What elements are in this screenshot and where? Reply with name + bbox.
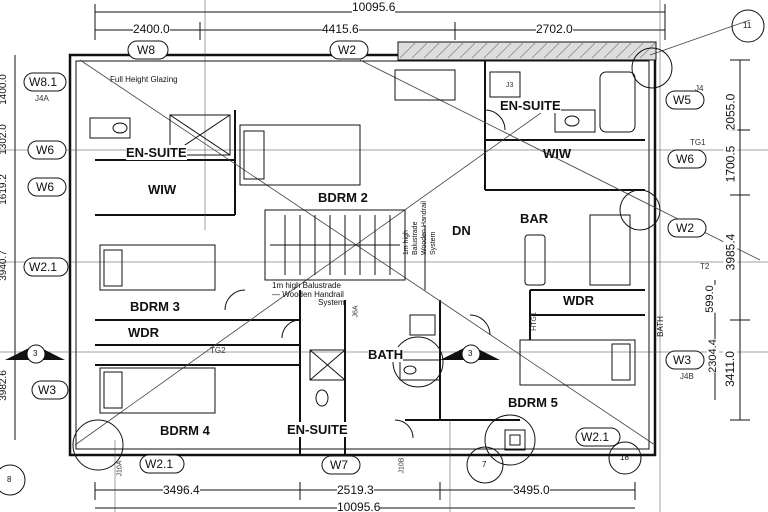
room-label-wiw-left: WIW <box>148 182 177 197</box>
bed-bdrm5 <box>519 339 636 386</box>
bed-bdrm4 <box>99 367 216 414</box>
dim-top-3: 2702.0 <box>536 22 573 36</box>
room-label-ensuite-bottom: EN-SUITE <box>287 422 348 437</box>
grid-ref-j4a: J4A <box>35 94 49 103</box>
window-tag-w6-a: W6 <box>36 143 54 157</box>
room-label-wdr-left: WDR <box>128 325 160 340</box>
vanity-left <box>89 117 131 139</box>
room-label-bdrm5: BDRM 5 <box>508 395 558 410</box>
dim-bottom-1: 3496.4 <box>163 483 200 497</box>
grid-ref-j4b: J4B <box>680 372 694 381</box>
dim-left-2: 1302.0 <box>0 124 9 155</box>
dim-right-4: 599.0 <box>703 285 716 313</box>
marker-11-label: 11 <box>743 21 752 30</box>
dim-right-5: 2304.4 <box>706 339 719 373</box>
window-tag-w3-left: W3 <box>38 383 56 397</box>
grid-ref-j4: J4 <box>695 84 704 93</box>
dim-left-4: 3940.7 <box>0 250 9 281</box>
dim-right-1: 2055.0 <box>723 93 738 131</box>
window-tag-w8: W8 <box>137 43 155 57</box>
grid-ref-j10a: J10A <box>116 460 124 477</box>
dim-left-5: 3982.6 <box>0 370 9 401</box>
dim-top-total: 10095.6 <box>352 0 396 14</box>
window-tag-w3-right: W3 <box>673 353 691 367</box>
marker-18 <box>608 441 642 475</box>
window-tag-w2-right: W2 <box>676 221 694 235</box>
room-label-ensuite-right: EN-SUITE <box>500 98 561 113</box>
window-tag-w2-1-bottom: W2.1 <box>145 457 174 471</box>
grid-ref-t2: T2 <box>700 262 710 271</box>
note-balustrade-1: 1m high Balustrade <box>272 281 341 290</box>
grid-ref-j10b: J10B <box>398 457 406 474</box>
dim-top-2: 4415.6 <box>322 22 359 36</box>
note-balustrade-2: — Wooden Handrail <box>272 290 344 299</box>
bar-counter <box>589 214 631 286</box>
room-label-dn: DN <box>452 223 471 238</box>
window-tag-w8-1: W8.1 <box>29 75 58 89</box>
grid-ref-tg1: TG1 <box>690 138 706 147</box>
note-bath-vertical: BATH <box>655 316 665 337</box>
dim-right-2: 1700.5 <box>723 145 738 183</box>
window-tag-w2-1-right: W2.1 <box>581 430 610 444</box>
marker-7-label: 7 <box>482 460 487 469</box>
window-tag-w5: W5 <box>673 93 691 107</box>
note-full-height-glazing: Full Height Glazing <box>110 75 178 84</box>
window-tag-w2-top: W2 <box>338 43 356 57</box>
sofa-top <box>394 69 456 101</box>
dim-bottom-3: 3495.0 <box>513 483 550 497</box>
dim-right-6: 3411.0 <box>722 351 737 387</box>
marker-3-left-label: 3 <box>33 349 38 358</box>
grid-ref-htg1: HTG1 <box>530 312 538 331</box>
dim-bottom-2: 2519.3 <box>337 483 374 497</box>
dim-top-1: 2400.0 <box>133 22 170 36</box>
dim-bottom-total: 10095.6 <box>337 500 381 512</box>
window-tag-w2-1-left: W2.1 <box>29 260 58 274</box>
marker-11 <box>731 9 765 43</box>
room-label-bath: BATH <box>368 347 404 362</box>
stair <box>264 209 406 281</box>
room-label-wdr-right: WDR <box>563 293 595 308</box>
room-label-bdrm3: BDRM 3 <box>130 299 180 314</box>
marker-18-label: 18 <box>620 453 629 462</box>
dim-left-3: 1619.2 <box>0 174 9 205</box>
window-tag-w7: W7 <box>330 458 348 472</box>
marker-3-center-label: 3 <box>468 349 473 358</box>
grid-ref-tg2: TG2 <box>210 346 226 355</box>
grid-ref-j6a: J6A <box>352 305 360 318</box>
dim-left-1: 1400.0 <box>0 74 9 105</box>
room-label-wiw-right: WIW <box>543 146 572 161</box>
marker-8-label: 8 <box>7 475 12 484</box>
bed-bdrm3 <box>99 244 216 291</box>
room-label-bdrm4: BDRM 4 <box>160 423 210 438</box>
marker-7 <box>466 446 504 484</box>
marker-8 <box>0 464 26 496</box>
room-label-bar: BAR <box>520 211 549 226</box>
window-tag-w6-b: W6 <box>36 180 54 194</box>
room-label-ensuite-left: EN-SUITE <box>126 145 187 160</box>
dim-right-3: 3985.4 <box>723 233 738 271</box>
grid-ref-j3: J3 <box>506 82 514 89</box>
note-balustrade-3: System <box>318 298 345 307</box>
bed-bdrm2 <box>239 124 361 186</box>
bathtub-right <box>599 71 636 133</box>
window-tag-w6-right: W6 <box>676 152 694 166</box>
room-label-bdrm2: BDRM 2 <box>318 190 368 205</box>
note-balustrade-vertical: 1m high Balustrade Wooden Handrail Syste… <box>403 201 437 255</box>
